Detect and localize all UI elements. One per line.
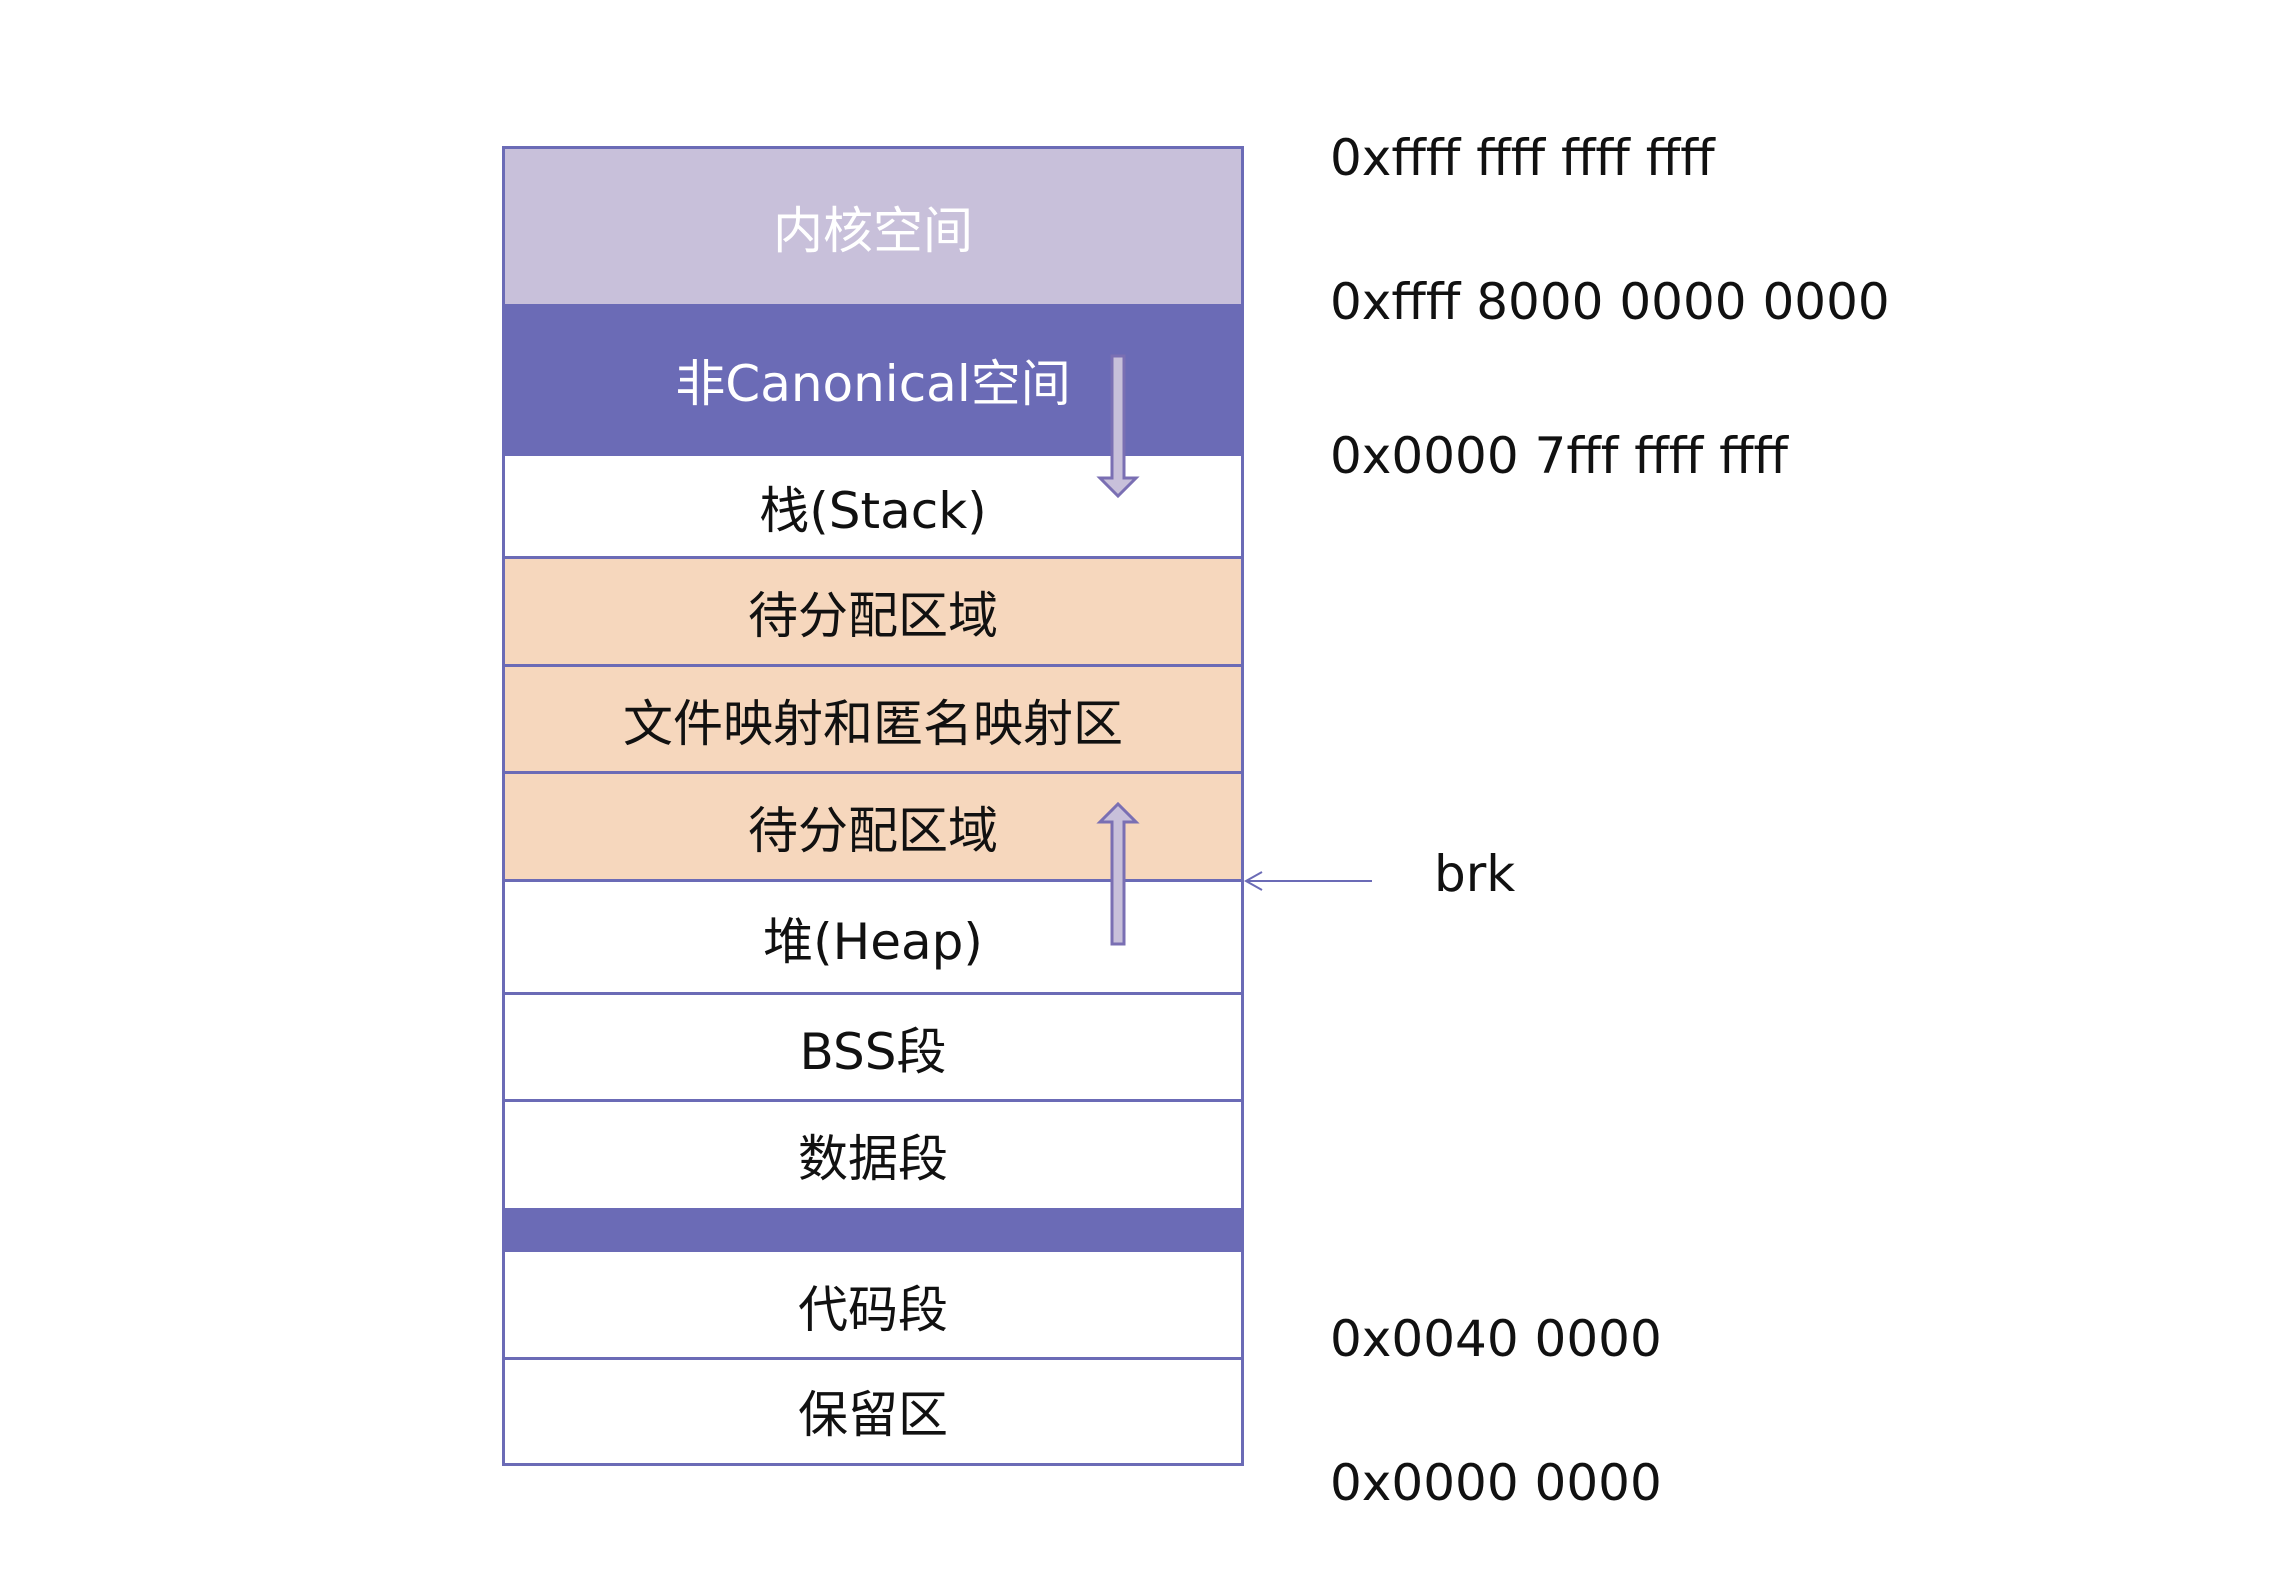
- address-label-top: 0xffff ffff ffff ffff: [1330, 133, 1715, 183]
- divider-bss-data: [502, 1099, 1244, 1102]
- segment-free-upper-label: 待分配区域: [748, 587, 998, 645]
- divider-free-mmap: [502, 664, 1244, 667]
- address-label-zero: 0x0000 0000: [1330, 1458, 1662, 1508]
- address-label-text-start: 0x0040 0000: [1330, 1314, 1662, 1364]
- segment-heap: 堆(Heap): [502, 881, 1244, 994]
- segment-free-lower: 待分配区域: [502, 773, 1244, 881]
- segment-text: 代码段: [502, 1252, 1244, 1359]
- divider-mmap-free: [502, 771, 1244, 774]
- segment-free-lower-label: 待分配区域: [748, 802, 998, 860]
- segment-data-label: 数据段: [798, 1129, 948, 1188]
- address-text-start-text: 0x0040 0000: [1330, 1310, 1662, 1368]
- segment-data: 数据段: [502, 1101, 1244, 1208]
- address-label-user-top: 0x0000 7fff ffff ffff: [1330, 431, 1788, 481]
- brk-label: brk: [1434, 849, 1515, 899]
- segment-mmap: 文件映射和匿名映射区: [502, 666, 1244, 773]
- brk-text: brk: [1434, 845, 1516, 903]
- segment-bss-label: BSS段: [799, 1022, 947, 1081]
- segment-noncanonical-label: 非Canonical空间: [675, 355, 1071, 413]
- address-kernel-start-text: 0xffff 8000 0000 0000: [1330, 273, 1890, 331]
- address-user-top-text: 0x0000 7fff ffff ffff: [1330, 427, 1788, 485]
- segment-reserved-label: 保留区: [798, 1386, 948, 1444]
- segment-bss: BSS段: [502, 994, 1244, 1101]
- address-zero-text: 0x0000 0000: [1330, 1454, 1662, 1512]
- segment-stack-label: 栈(Stack): [759, 482, 987, 540]
- segment-kernel: 内核空间: [502, 146, 1244, 304]
- divider-free-heap: [502, 879, 1244, 882]
- segment-reserved: 保留区: [502, 1359, 1244, 1466]
- segment-noncanonical: 非Canonical空间: [502, 304, 1244, 456]
- segment-mmap-label: 文件映射和匿名映射区: [623, 694, 1123, 753]
- address-label-kernel-start: 0xffff 8000 0000 0000: [1330, 277, 1890, 327]
- segment-stack: 栈(Stack): [502, 456, 1244, 558]
- brk-pointer-arrow-icon: [1243, 871, 1372, 891]
- segment-free-upper: 待分配区域: [502, 558, 1244, 666]
- divider-heap-bss: [502, 992, 1244, 995]
- segment-text-label: 代码段: [798, 1280, 948, 1339]
- segment-kernel-label: 内核空间: [773, 201, 973, 260]
- segment-gap: [502, 1208, 1244, 1252]
- segment-heap-label: 堆(Heap): [763, 912, 983, 971]
- address-top-text: 0xffff ffff ffff ffff: [1330, 129, 1715, 187]
- divider-text-reserved: [502, 1357, 1244, 1360]
- divider-stack-free: [502, 556, 1244, 559]
